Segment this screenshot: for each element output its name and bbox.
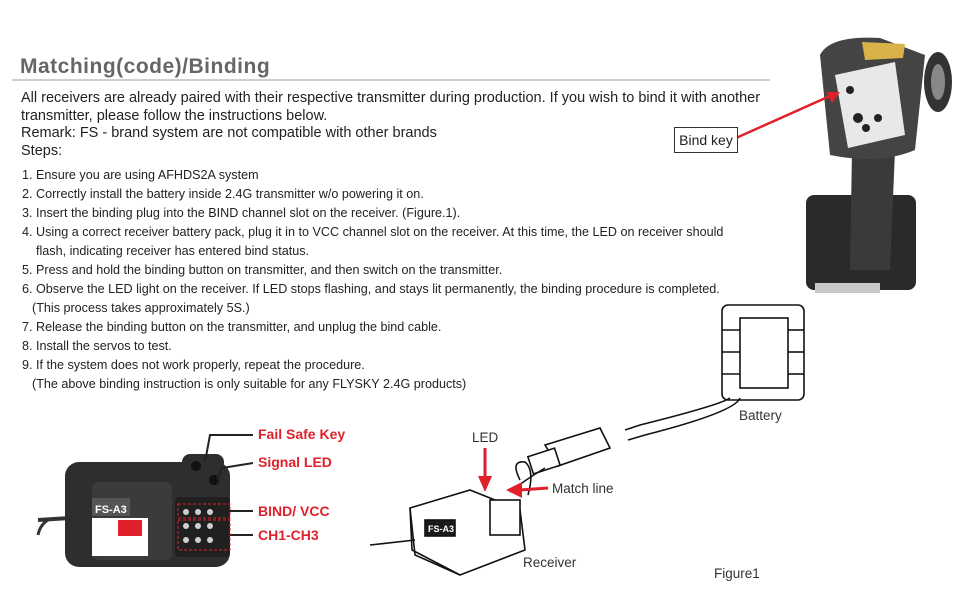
step-item: 7. Release the binding button on the tra… (22, 320, 442, 334)
step-item: 1. Ensure you are using AFHDS2A system (22, 168, 259, 182)
bind-vcc-label: BIND/ VCC (258, 503, 330, 519)
figure-receiver-model: FS-A3 (428, 524, 454, 534)
step-item: (This process takes approximately 5S.) (32, 301, 250, 315)
receiver-image (36, 454, 230, 567)
figure1-diagram (369, 304, 805, 576)
step-item: 4. Using a correct receiver battery pack… (22, 225, 724, 239)
match-line-label: Match line (552, 481, 614, 496)
steps-list: 1. Ensure you are using AFHDS2A system 2… (22, 166, 792, 394)
intro-line: transmitter, please follow the instructi… (21, 107, 328, 124)
transmitter-image (806, 37, 952, 293)
receiver-label: Receiver (523, 555, 577, 570)
step-item: 2. Correctly install the battery inside … (22, 187, 424, 201)
intro-line: Remark: FS - brand system are not compat… (21, 125, 437, 141)
intro-line: Steps: (21, 142, 63, 159)
title-divider (12, 79, 770, 81)
intro-line: All receivers are already paired with th… (21, 90, 761, 106)
signal-led-label: Signal LED (258, 454, 332, 470)
fail-safe-key-label: Fail Safe Key (258, 426, 346, 442)
led-label: LED (472, 430, 499, 445)
step-item: 8. Install the servos to test. (22, 339, 172, 353)
bind-key-label: Bind key (674, 127, 738, 153)
page-title: Matching(code)/Binding (20, 55, 271, 78)
step-item: 6. Observe the LED light on the receiver… (22, 282, 720, 296)
channels-label: CH1-CH3 (258, 527, 319, 543)
step-item: (The above binding instruction is only s… (32, 377, 467, 391)
receiver-model-text: FS-A3 (95, 504, 127, 516)
step-item: flash, indicating receiver has entered b… (36, 244, 310, 258)
receiver-callout-lines (204, 434, 254, 536)
bind-key-arrow (735, 94, 831, 140)
battery-label: Battery (739, 408, 782, 423)
step-item: 5. Press and hold the binding button on … (22, 263, 503, 277)
match-line-arrow (519, 486, 549, 492)
step-item: 3. Insert the binding plug into the BIND… (22, 206, 461, 220)
figure-caption: Figure1 (714, 566, 760, 581)
step-item: 9. If the system does not work properly,… (22, 358, 365, 372)
intro-text: All receivers are already paired with th… (21, 90, 781, 160)
